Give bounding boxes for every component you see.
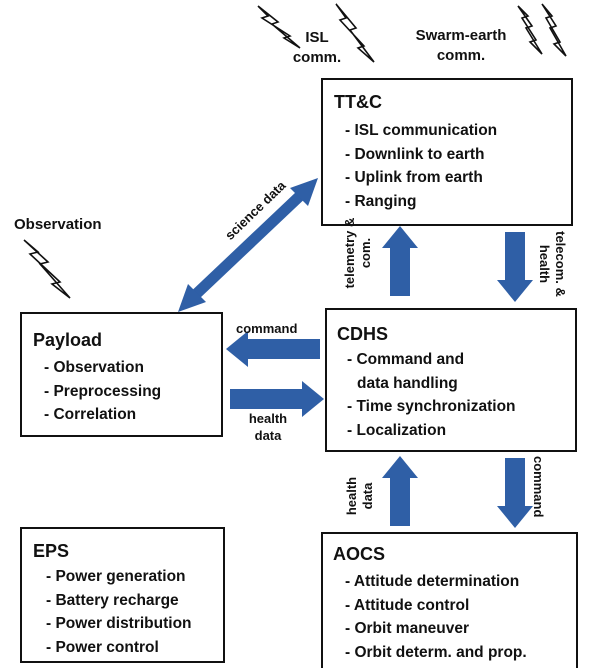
science-data-arrow [178,178,318,312]
lightning-icon-isl [257,3,375,63]
health-data-arrow-up [382,456,418,526]
list-item: - Orbit maneuver [345,620,470,637]
payload-list: - Observation - Preprocessing - Correlat… [44,356,161,427]
list-item: - Time synchronization [347,398,516,415]
payload-title: Payload [33,330,103,350]
telemetry-com-label: telemetry & com. [342,217,373,289]
lightning-icon-swarm-earth [517,3,567,57]
list-item: - Localization [347,421,447,439]
command-label-payload: command [236,321,298,336]
ttc-box: TT&C - ISL communication - Downlink to e… [321,78,573,226]
list-item: - Power control [46,638,159,656]
aocs-title: AOCS [333,544,386,564]
list-item: - Orbit determ. and prop. [345,643,527,661]
list-item: - Power distribution [46,615,192,632]
health-data-label-payload: health data [248,411,288,443]
list-item: - Observation [44,359,144,376]
list-item: - Power generation [46,568,186,585]
list-item: - Preprocessing [44,382,162,400]
lightning-icon-observation [23,239,71,299]
list-item: - Command and [347,351,465,368]
command-arrow-left [226,331,320,367]
list-item: - Downlink to earth [345,145,485,163]
eps-box: EPS - Power generation - Battery recharg… [20,527,225,663]
command-arrow-down [497,458,533,528]
telemetry-arrow-up [382,226,418,296]
list-item: - Ranging [345,192,417,210]
health-data-label-aocs: health data [344,476,375,516]
aocs-list: - Attitude determination - Attitude cont… [345,570,527,664]
payload-box: Payload - Observation - Preprocessing - … [20,312,223,437]
eps-title: EPS [33,541,70,561]
health-data-arrow-right [230,381,324,417]
cdhs-box: CDHS - Command and data handling - Time … [325,308,577,452]
cdhs-list: - Command and data handling - Time synch… [347,348,516,442]
list-item: - Attitude determination [345,573,520,590]
telecom-arrow-down [497,232,533,302]
telecom-health-label: telecom. & health [537,231,568,297]
observation-label: Observation [14,216,102,233]
isl-comm-label: ISL comm. [292,29,342,66]
list-item: - Battery recharge [46,591,179,609]
command-label-aocs: command [531,456,546,518]
list-item: - Correlation [44,406,137,423]
eps-list: - Power generation - Battery recharge - … [46,565,192,659]
ttc-list: - ISL communication - Downlink to earth … [345,119,497,213]
aocs-box: AOCS - Attitude determination - Attitude… [321,532,578,668]
list-item: - ISL communication [345,122,498,139]
cdhs-title: CDHS [337,324,389,344]
swarm-earth-comm-label: Swarm-earth comm. [415,27,507,64]
list-item: data handling [357,374,458,392]
list-item: - Attitude control [345,596,470,614]
list-item: - Uplink from earth [345,169,483,186]
ttc-title: TT&C [334,92,382,112]
